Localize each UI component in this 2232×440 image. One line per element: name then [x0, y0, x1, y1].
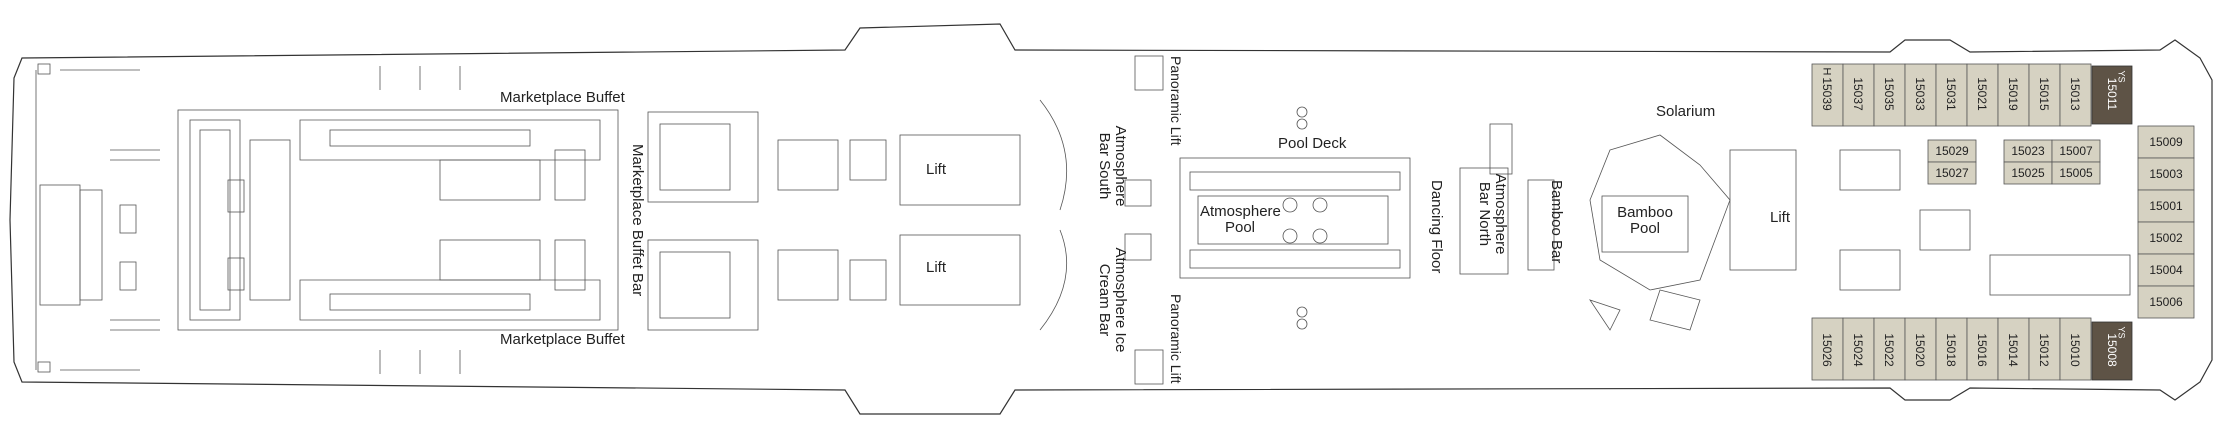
cabin-label-15026: 15026: [1820, 333, 1834, 367]
cabin-15012[interactable]: [2028, 317, 2061, 381]
label-atmosphere-bar-north-text: Atmosphere Bar North: [1476, 173, 1509, 255]
cabin-label-15015: 15015: [2037, 77, 2051, 111]
label-atmosphere-pool-text: Atmosphere Pool: [1200, 203, 1281, 236]
cabin-15004[interactable]: [2137, 253, 2195, 287]
label-marketplace-buffet-top: Marketplace Buffet: [500, 89, 625, 106]
label-atmosphere-ice-cream-bar: Atmosphere Ice Cream Bar: [1096, 246, 1129, 354]
suite-block-top: [2091, 65, 2133, 125]
suite-tag-top: YS: [2116, 70, 2127, 83]
cabin-label-15006: 15006: [2149, 295, 2183, 309]
label-marketplace-buffet-bar: Marketplace Buffet Bar: [629, 144, 646, 297]
label-panoramic-lift-top: Panoramic Lift: [1168, 56, 1184, 146]
cabin-label-15027: 15027: [1935, 166, 1969, 180]
cabin-block-inner-b: [2003, 139, 2101, 185]
cabin-row-bottom: [1811, 317, 2092, 381]
pool-deck-structures: [1179, 106, 1411, 330]
cabin-15015[interactable]: [2028, 63, 2061, 127]
label-dancing-floor: Dancing Floor: [1428, 180, 1445, 274]
label-lift-fwd-top: Lift: [926, 161, 947, 178]
label-atmosphere-bar-south-text: Atmosphere Bar South: [1096, 125, 1129, 207]
cabin-15024[interactable]: [1842, 317, 1875, 381]
cabin-label-15033: 15033: [1913, 77, 1927, 111]
cabin-15026[interactable]: [1811, 317, 1844, 381]
cabin-label-15009: 15009: [2149, 135, 2183, 149]
label-bamboo-pool-text: Bamboo Pool: [1617, 204, 1673, 237]
cabin-15010[interactable]: [2059, 317, 2092, 381]
cabin-15005[interactable]: [2051, 161, 2101, 185]
cabin-label-15019: 15019: [2006, 77, 2020, 111]
cabin-15039[interactable]: [1811, 63, 1844, 127]
cabin-label-15035: 15035: [1882, 77, 1896, 111]
cabin-15013[interactable]: [2059, 63, 2092, 127]
cabin-15009[interactable]: [2137, 125, 2195, 159]
label-atmosphere-pool: Atmosphere Pool: [1200, 203, 1281, 236]
label-lift-fwd-bottom: Lift: [926, 259, 947, 276]
lift-and-bar-structures: [899, 55, 1164, 385]
cabin-label-15021: 15021: [1975, 77, 1989, 111]
aft-core-structures: [1729, 149, 2131, 296]
label-bamboo-bar: Bamboo Bar: [1548, 180, 1565, 264]
cabin-15014[interactable]: [1997, 317, 2030, 381]
cabin-label-15029: 15029: [1935, 144, 1969, 158]
suite-block-bottom: [2091, 321, 2133, 381]
cabin-label-15007: 15007: [2059, 144, 2093, 158]
cabin-label-15014: 15014: [2006, 333, 2020, 367]
suite-tag-bottom: YS: [2116, 326, 2127, 339]
stern-structures: [37, 63, 160, 373]
label-solarium: Solarium: [1656, 103, 1716, 120]
bamboo-area-structures: [1459, 123, 1731, 331]
hull-outline: [9, 23, 2213, 415]
cabin-label-15012: 15012: [2037, 333, 2051, 367]
cabin-label-15004: 15004: [2149, 263, 2183, 277]
cabin-column-right: [2137, 125, 2195, 319]
label-atmosphere-bar-south: Atmosphere Bar South: [1096, 118, 1129, 214]
cabin-label-15010: 15010: [2068, 333, 2082, 367]
cabin-label-15023: 15023: [2011, 144, 2045, 158]
cabin-15016[interactable]: [1966, 317, 1999, 381]
cabin-15022[interactable]: [1873, 317, 1906, 381]
cabin-label-15013: 15013: [2068, 77, 2082, 111]
cabin-15031[interactable]: [1935, 63, 1968, 127]
cabin-15002[interactable]: [2137, 221, 2195, 255]
cabin-15020[interactable]: [1904, 317, 1937, 381]
cabin-15033[interactable]: [1904, 63, 1937, 127]
buffet-bar-structures: [647, 111, 887, 331]
cabin-label-15003: 15003: [2149, 167, 2183, 181]
cabin-label-15039: 15039: [1820, 77, 1834, 111]
cabin-label-15025: 15025: [2011, 166, 2045, 180]
marketplace-buffet-structures: [177, 66, 619, 374]
cabin-15003[interactable]: [2137, 157, 2195, 191]
cabin-label-15018: 15018: [1944, 333, 1958, 367]
label-bamboo-pool: Bamboo Pool: [1606, 205, 1684, 237]
cabin-block-inner-a: [1927, 139, 1977, 185]
cabin-label-15024: 15024: [1851, 333, 1865, 367]
cabin-label-15016: 15016: [1975, 333, 1989, 367]
cabin-row-top: [1811, 63, 2092, 127]
cabin-label-15020: 15020: [1913, 333, 1927, 367]
cabin-label-15037: 15037: [1851, 77, 1865, 111]
label-atmosphere-ice-cream-bar-text: Atmosphere Ice Cream Bar: [1096, 247, 1129, 353]
label-panoramic-lift-bottom: Panoramic Lift: [1168, 294, 1184, 384]
label-pool-deck: Pool Deck: [1278, 135, 1347, 152]
cabin-15037[interactable]: [1842, 63, 1875, 127]
label-atmosphere-bar-north: Atmosphere Bar North: [1476, 168, 1509, 260]
cabin-label-15002: 15002: [2149, 231, 2183, 245]
cabin-label-15005: 15005: [2059, 166, 2093, 180]
cabin-15027[interactable]: [1927, 161, 1977, 185]
cabin-label-15031: 15031: [1944, 77, 1958, 111]
cabin-label-15001: 15001: [2149, 199, 2183, 213]
cabin-label-15022: 15022: [1882, 333, 1896, 367]
label-marketplace-buffet-bottom: Marketplace Buffet: [500, 331, 625, 348]
cabin-15006[interactable]: [2137, 285, 2195, 319]
cabin-15035[interactable]: [1873, 63, 1906, 127]
label-lift-aft: Lift: [1770, 209, 1791, 226]
cabin-15019[interactable]: [1997, 63, 2030, 127]
